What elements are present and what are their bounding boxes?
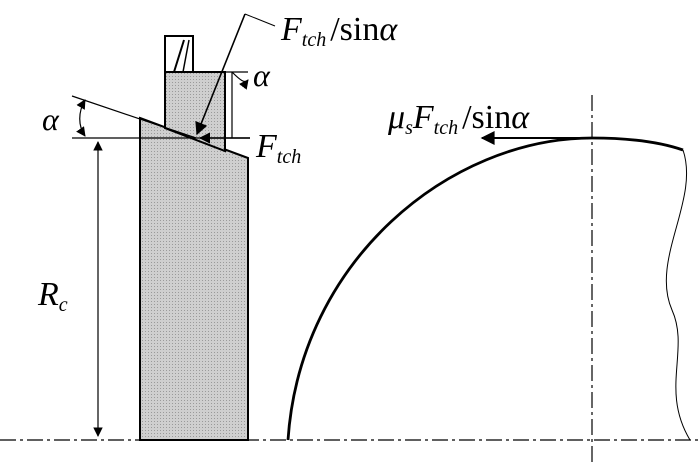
label-angle-left: α <box>42 101 60 137</box>
inclined-force-arrow <box>195 13 246 136</box>
label-friction-force: μsFtch/sinα <box>387 99 530 139</box>
tool-top-slash2 <box>182 39 190 73</box>
label-radius: Rc <box>37 276 68 316</box>
inclined-force-leader <box>244 13 276 27</box>
wheel-arc <box>286 136 684 441</box>
tool-holder <box>164 71 226 153</box>
label-angle-top: α <box>253 57 271 93</box>
wheel-break-line <box>665 149 691 441</box>
label-normal-force: Ftch <box>255 128 301 168</box>
angle-arc-top <box>231 71 249 90</box>
tool-body <box>139 116 249 441</box>
incline-ref-line <box>71 95 197 139</box>
label-inclined-force: Ftch/sinα <box>280 11 398 51</box>
angle-arc-left <box>76 99 86 137</box>
tool-top-slash <box>173 39 185 73</box>
